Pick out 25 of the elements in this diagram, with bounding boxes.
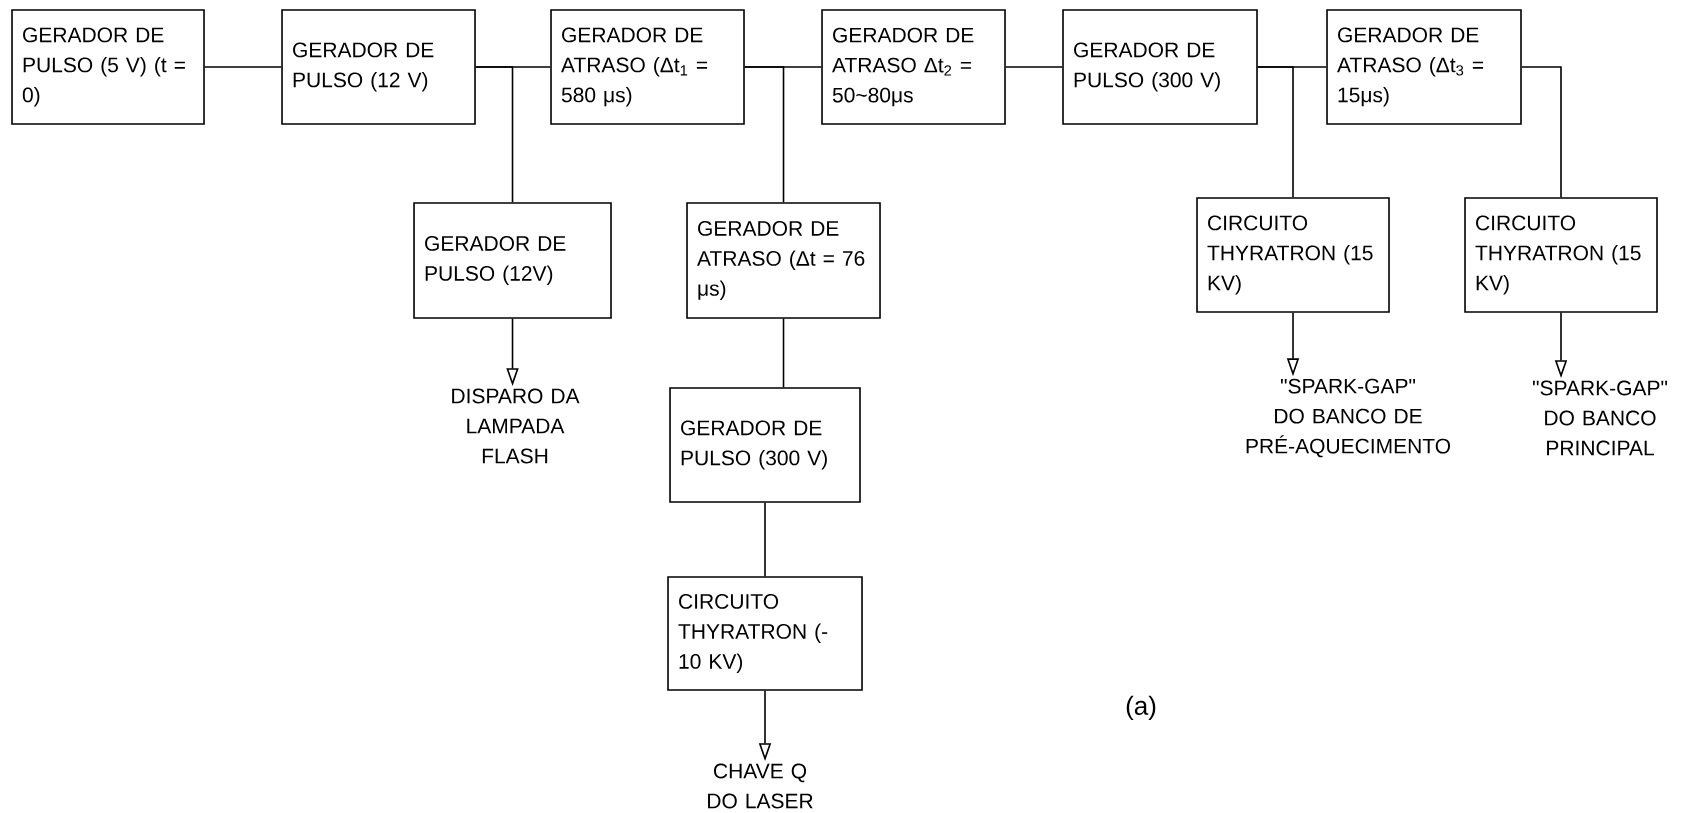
process-box: CIRCUITO THYRATRON (-10 KV): [667, 576, 863, 691]
output-label: DISPARO DA LAMPADA FLASH: [452, 388, 580, 464]
output-label: CHAVE Q DO LASER: [708, 763, 813, 809]
panel-label: (a): [1126, 695, 1156, 721]
process-box: GERADOR DE PULSO (12V): [413, 202, 612, 319]
output-label: "SPARK-GAP" DO BANCO DE PRÉ-AQUECIMENTO: [1246, 378, 1451, 458]
output-label: "SPARK-GAP" DO BANCO PRINCIPAL: [1532, 380, 1668, 456]
process-box: GERADOR DE PULSO (12 V): [281, 9, 476, 125]
process-box: CIRCUITO THYRATRON (15 KV): [1464, 197, 1658, 313]
connector-line: [1257, 66, 1294, 198]
process-box: GERADOR DE ATRASO (Δt$_{1}$ = 580 μs): [550, 9, 745, 125]
process-box: CIRCUITO THYRATRON (15 KV): [1196, 197, 1390, 313]
connector-line: [744, 66, 785, 203]
process-box: GERADOR DE PULSO (5 V) (t = 0): [11, 9, 205, 125]
process-box: GERADOR DE ATRASO (Δt = 76 μs): [686, 202, 881, 319]
connector-line: [204, 66, 283, 68]
connector-line: [475, 66, 514, 203]
connector-line: [764, 502, 766, 577]
process-box: GERADOR DE ATRASO (Δt$_{3}$ = 15μs): [1326, 9, 1522, 125]
connector-line: [1521, 66, 1562, 198]
process-box: GERADOR DE ATRASO Δt$_{2}$ = 50~80μs: [821, 9, 1006, 125]
connector-line: [782, 318, 785, 388]
connector-line: [1005, 66, 1063, 68]
process-box: GERADOR DE PULSO (300 V): [669, 387, 861, 503]
process-box: GERADOR DE PULSO (300 V): [1062, 9, 1258, 125]
